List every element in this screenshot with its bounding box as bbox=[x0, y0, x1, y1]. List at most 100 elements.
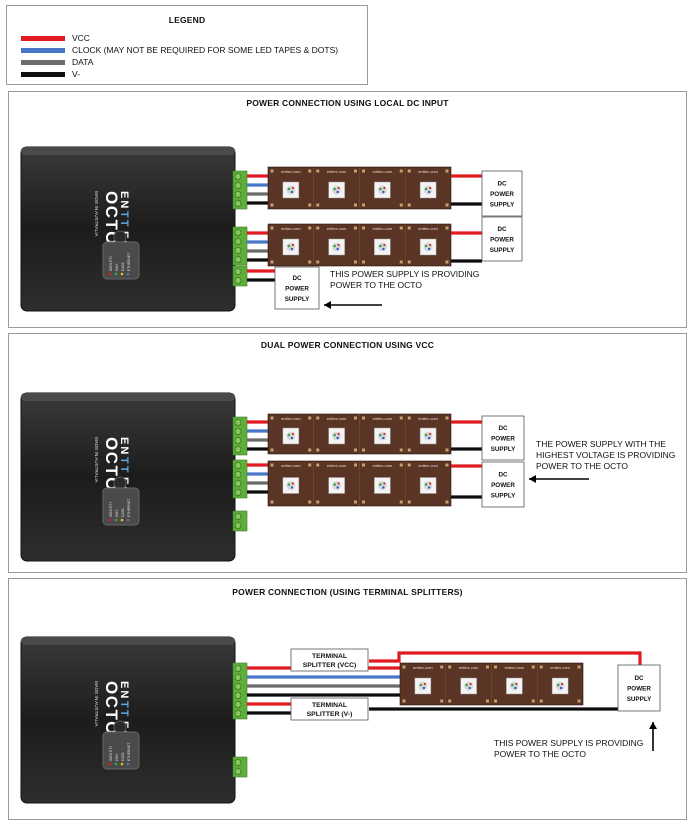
wire-vcc bbox=[369, 651, 642, 667]
led-die-red bbox=[561, 682, 564, 686]
solder-pad bbox=[354, 169, 357, 173]
led-lens bbox=[418, 681, 428, 691]
solder-pad bbox=[354, 448, 357, 452]
led-die-green bbox=[379, 483, 382, 486]
led-lens bbox=[286, 242, 296, 252]
terminal-screw bbox=[234, 419, 242, 426]
solder-pad bbox=[270, 226, 274, 230]
led-lens bbox=[377, 481, 387, 490]
terminal-screw bbox=[234, 173, 242, 180]
solder-pad bbox=[316, 169, 320, 173]
led-lens bbox=[286, 431, 296, 441]
terminal-screw bbox=[234, 182, 242, 189]
psu-label: SUPPLY bbox=[491, 446, 516, 453]
strip-brand-text: enttec.com bbox=[281, 416, 301, 421]
solder-pad bbox=[316, 226, 320, 230]
octo-edge-highlight bbox=[21, 147, 235, 155]
psu-label: DC bbox=[292, 275, 302, 282]
terminal-screw bbox=[234, 268, 242, 275]
psu-label: SUPPLY bbox=[627, 696, 652, 703]
led-die-green bbox=[333, 187, 336, 191]
terminal-screw bbox=[234, 710, 242, 717]
terminal-screw bbox=[234, 191, 242, 198]
solder-pad bbox=[316, 463, 320, 467]
led-lens bbox=[464, 681, 474, 691]
annotation-line: THE POWER SUPPLY WITH THE bbox=[536, 439, 666, 449]
led-lens bbox=[332, 481, 342, 490]
status-label: DATA bbox=[121, 508, 125, 517]
led-die-green bbox=[424, 244, 428, 248]
solder-pad bbox=[440, 665, 444, 669]
pointer-arrow bbox=[529, 475, 589, 483]
terminal-block bbox=[232, 510, 248, 532]
led-die-red bbox=[383, 482, 386, 485]
solder-pad bbox=[402, 699, 406, 703]
strip-brand-text: enttec.com bbox=[505, 665, 525, 670]
terminal-block bbox=[232, 662, 248, 720]
terminal-block bbox=[232, 459, 248, 499]
led-die-green bbox=[379, 433, 382, 437]
origin-text: MADE IN AUSTRALIA bbox=[94, 191, 99, 238]
strip-brand-text: enttec.com bbox=[373, 463, 393, 468]
led-die-blue bbox=[514, 686, 517, 690]
solder-pad bbox=[270, 169, 274, 173]
status-label: ETHERNET bbox=[127, 743, 131, 761]
strip-brand-text: enttec.com bbox=[418, 463, 438, 468]
legend-label: V- bbox=[72, 69, 81, 79]
led-die-blue bbox=[468, 686, 471, 690]
led-die-green bbox=[333, 244, 336, 248]
psu-box bbox=[617, 664, 661, 712]
solder-pad bbox=[270, 416, 274, 420]
octo-controller: ENTTECOCTOMADE IN AUSTRALIAIDENTITYDMXDA… bbox=[20, 636, 236, 804]
solder-pad bbox=[308, 226, 312, 230]
led-lens bbox=[423, 242, 433, 252]
panel-title: POWER CONNECTION (USING TERMINAL SPLITTE… bbox=[232, 587, 463, 597]
solder-pad bbox=[445, 169, 449, 173]
brand-text-accent: TT bbox=[118, 211, 130, 228]
led-die-blue bbox=[290, 247, 294, 251]
terminal-screw bbox=[234, 480, 242, 487]
strip-brand-text: enttec.com bbox=[327, 226, 347, 231]
solder-pad bbox=[308, 260, 312, 264]
led-die-red bbox=[383, 243, 386, 247]
solder-pad bbox=[407, 260, 411, 264]
annotation-line: POWER TO THE OCTO bbox=[536, 461, 628, 471]
solder-pad bbox=[270, 463, 274, 467]
solder-pad bbox=[270, 260, 274, 264]
splitter-label: TERMINAL bbox=[312, 653, 347, 660]
legend-item-clock: CLOCK (MAY NOT BE REQUIRED FOR SOME LED … bbox=[21, 45, 338, 55]
led-lens bbox=[377, 185, 387, 195]
solder-pad bbox=[308, 500, 312, 504]
status-panel bbox=[102, 241, 140, 280]
splitter-box bbox=[290, 697, 369, 721]
led-lens bbox=[286, 481, 296, 490]
led-die-green bbox=[424, 187, 428, 191]
brand-text-accent: TT bbox=[118, 457, 130, 474]
brand-text: EN bbox=[118, 191, 130, 210]
solder-pad bbox=[399, 500, 403, 504]
octo-controller: ENTTECOCTOMADE IN AUSTRALIAIDENTITYDMXDA… bbox=[20, 392, 236, 562]
pointer-arrow bbox=[649, 722, 657, 751]
status-led bbox=[114, 518, 118, 522]
led-die-green bbox=[287, 433, 291, 437]
terminal-screw bbox=[234, 446, 242, 453]
psu-label: POWER bbox=[490, 191, 514, 198]
psu-label: SUPPLY bbox=[491, 493, 516, 500]
legend-item-vcc: VCC bbox=[21, 33, 90, 43]
legend-label: CLOCK (MAY NOT BE REQUIRED FOR SOME LED … bbox=[72, 45, 339, 55]
led-die-red bbox=[429, 243, 432, 247]
solder-pad bbox=[486, 665, 489, 669]
led-die-red bbox=[383, 432, 386, 436]
legend-title: LEGEND bbox=[168, 15, 206, 25]
terminal-screw bbox=[234, 513, 242, 520]
solder-pad bbox=[440, 699, 444, 703]
terminal-screw bbox=[234, 229, 242, 236]
solder-pad bbox=[445, 260, 449, 264]
solder-pad bbox=[407, 226, 411, 230]
solder-pad bbox=[531, 699, 535, 703]
reset-button bbox=[113, 230, 127, 244]
